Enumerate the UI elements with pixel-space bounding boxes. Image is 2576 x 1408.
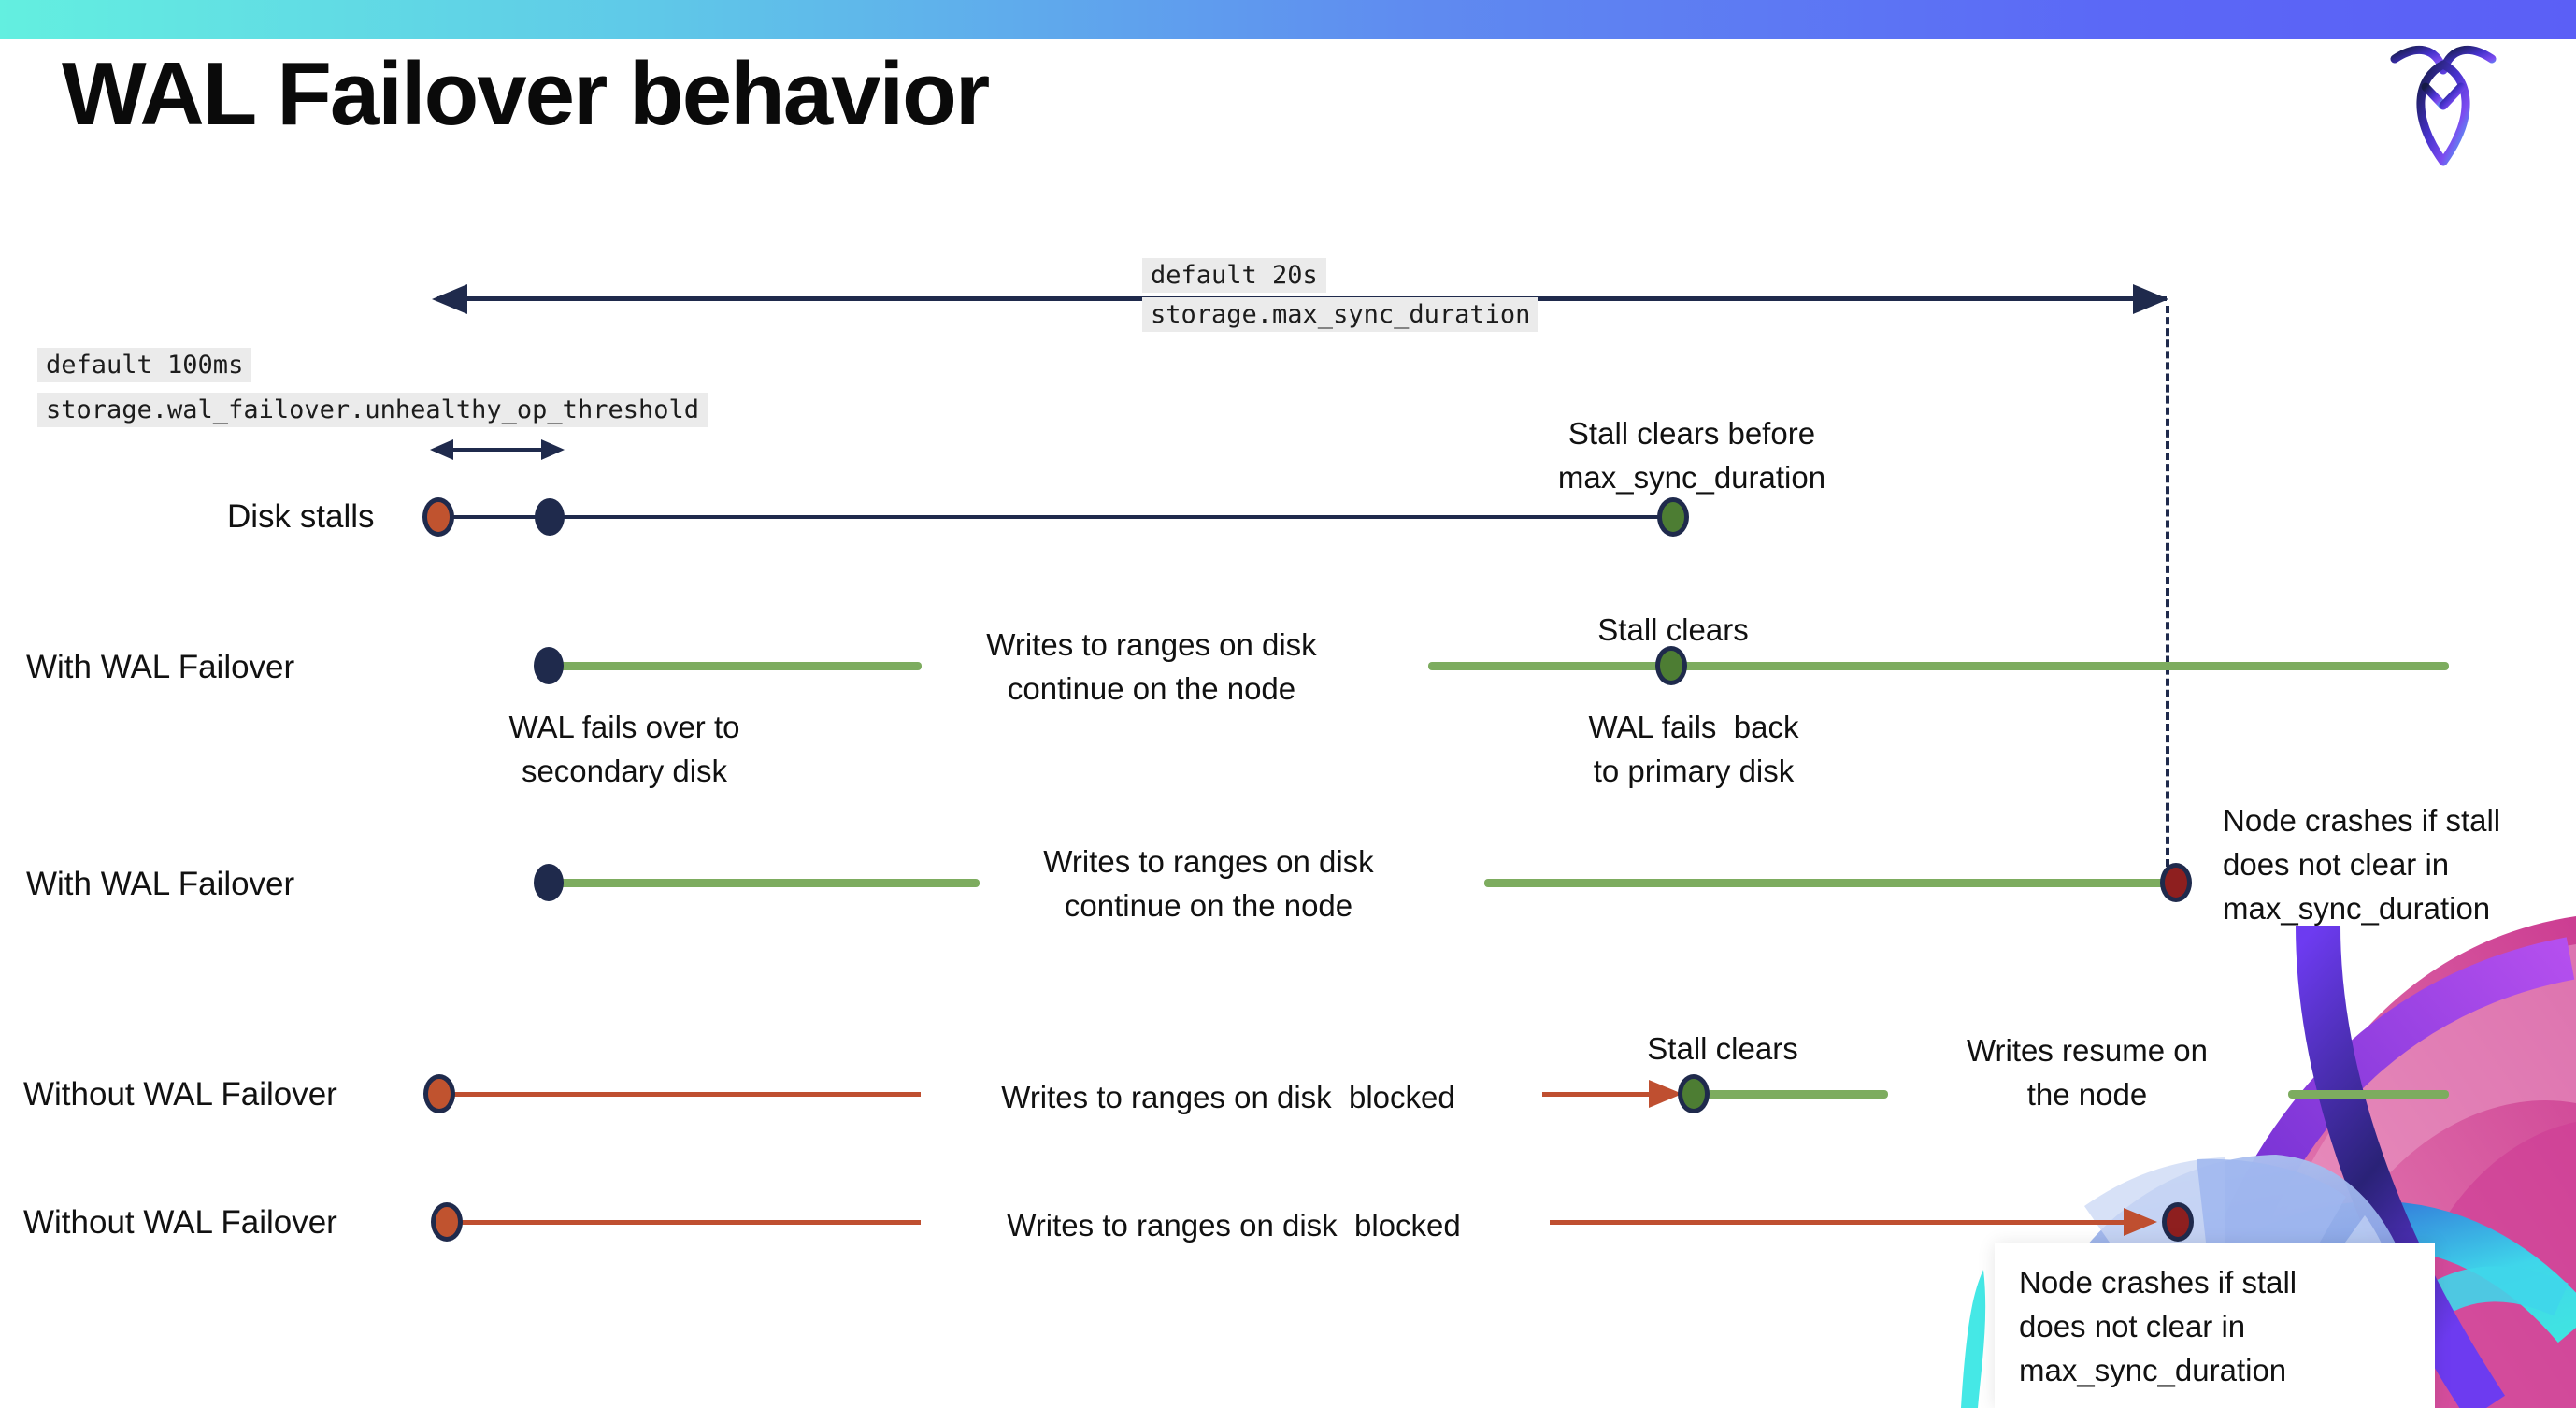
stall-start-dot — [422, 497, 454, 537]
failover-event-dot-2 — [534, 864, 564, 901]
blocked-arrow-line-a — [1542, 1092, 1666, 1097]
stall-start-dot-3 — [431, 1202, 463, 1242]
footer-gradient-bar — [0, 0, 2576, 39]
writes-continue-line-c — [559, 879, 980, 887]
disk-stall-timeline — [438, 515, 1673, 519]
row-label-with-wal-failover-2: With WAL Failover — [26, 866, 295, 902]
blocked-arrow-line-b — [1550, 1220, 2140, 1225]
cockroachdb-logo-icon — [2390, 46, 2497, 166]
failover-event-dot — [534, 647, 564, 684]
node-crashes-annotation-1: Node crashes if stall does not clear in … — [2223, 803, 2501, 926]
failover-threshold-dot — [535, 498, 565, 536]
threshold-setting-label: storage.wal_failover.unhealthy_op_thresh… — [37, 393, 708, 427]
stall-start-dot-2 — [423, 1074, 455, 1113]
row-label-without-wal-failover-2: Without WAL Failover — [23, 1204, 337, 1241]
red-arrowhead-icon-1 — [1649, 1080, 1682, 1108]
small-arrowhead-left-icon — [430, 439, 453, 460]
arrowhead-left-icon — [432, 284, 467, 314]
arrowhead-right-icon — [2133, 284, 2168, 314]
stall-clears-annotation-2: Stall clears — [1647, 1031, 1798, 1066]
page-title: WAL Failover behavior — [62, 44, 990, 144]
node-crash-dot-2 — [2162, 1202, 2194, 1242]
stall-clears-dot-3 — [1678, 1074, 1710, 1113]
writes-blocked-annotation-1: Writes to ranges on disk blocked — [1001, 1080, 1455, 1114]
max-sync-default-label: default 20s — [1142, 258, 1326, 293]
node-crashes-callout-box: Node crashes if stall does not clear in … — [1995, 1243, 2435, 1408]
writes-blocked-line-a — [451, 1092, 921, 1097]
threshold-span-line — [439, 448, 555, 452]
writes-resume-annotation: Writes resume on the node — [1967, 1033, 2208, 1112]
writes-resume-line-b — [2288, 1090, 2449, 1099]
writes-resume-line-a — [1707, 1090, 1888, 1099]
stall-clears-dot — [1657, 497, 1689, 537]
writes-blocked-annotation-2: Writes to ranges on disk blocked — [1007, 1208, 1461, 1243]
max-sync-deadline-dashed-line — [2166, 306, 2169, 867]
stall-clears-before-annotation: Stall clears before max_sync_duration — [1557, 416, 1826, 495]
writes-continue-annotation-2: Writes to ranges on disk continue on the… — [1043, 844, 1374, 923]
writes-blocked-line-b — [458, 1220, 921, 1225]
stall-clears-dot-2 — [1655, 646, 1687, 685]
threshold-default-label: default 100ms — [37, 348, 252, 382]
red-arrowhead-icon-2 — [2124, 1208, 2157, 1236]
wal-fails-over-annotation: WAL fails over to secondary disk — [508, 710, 740, 788]
writes-continue-line-d — [1484, 879, 2170, 887]
writes-continue-line-b — [1428, 662, 2449, 670]
row-label-without-wal-failover-1: Without WAL Failover — [23, 1076, 337, 1113]
node-crash-dot-1 — [2160, 863, 2192, 902]
writes-continue-line-a — [559, 662, 922, 670]
writes-continue-annotation-1: Writes to ranges on disk continue on the… — [986, 627, 1317, 706]
wal-fails-back-annotation: WAL fails back to primary disk — [1588, 710, 1799, 788]
row-label-disk-stalls: Disk stalls — [227, 498, 375, 535]
small-arrowhead-right-icon — [541, 439, 565, 460]
row-label-with-wal-failover-1: With WAL Failover — [26, 649, 295, 685]
max-sync-setting-label: storage.max_sync_duration — [1142, 297, 1539, 332]
stall-clears-annotation-1: Stall clears — [1597, 612, 1749, 647]
node-crashes-annotation-2: Node crashes if stall does not clear in … — [2019, 1265, 2297, 1387]
